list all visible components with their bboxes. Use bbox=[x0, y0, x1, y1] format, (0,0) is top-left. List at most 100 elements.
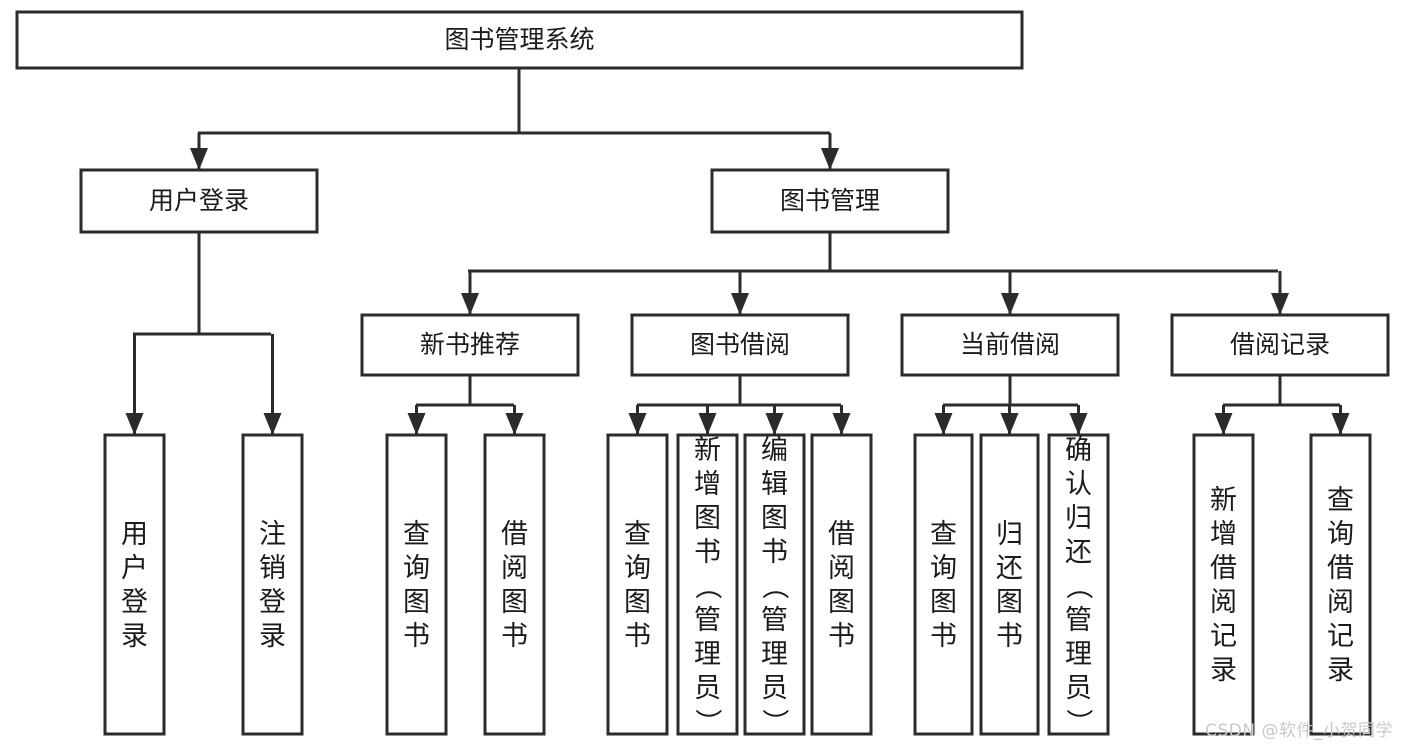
node-box[interactable] bbox=[1047, 433, 1110, 736]
connector-borrow-record-to-leaf-add-record bbox=[1214, 405, 1233, 435]
node-box[interactable] bbox=[710, 168, 950, 234]
node-label-char: 图 bbox=[828, 587, 855, 618]
node-label-char: 书 bbox=[403, 621, 430, 652]
node-box[interactable] bbox=[79, 168, 319, 234]
node-box[interactable] bbox=[241, 433, 304, 736]
node-label-char: 询 bbox=[1327, 519, 1354, 550]
node-box[interactable] bbox=[913, 433, 974, 736]
connector-book-borrow-to-leaf-add-book bbox=[698, 405, 717, 435]
node-root[interactable]: 图书管理系统 bbox=[15, 10, 1024, 70]
node-label-char: 归 bbox=[1065, 503, 1092, 534]
node-label-char: 归 bbox=[996, 519, 1023, 550]
connector-arrow bbox=[934, 413, 953, 435]
node-borrow-record[interactable]: 借阅记录 bbox=[1170, 313, 1390, 377]
node-label-char: 阅 bbox=[1327, 587, 1354, 618]
connector-group-bus-book-manage bbox=[468, 232, 1278, 273]
node-label-char: 管 bbox=[1065, 605, 1092, 636]
node-label-char: 增 bbox=[1210, 519, 1237, 550]
node-label-char: 询 bbox=[930, 553, 957, 584]
node-label-char: 用 bbox=[121, 519, 148, 550]
node-label-char: 阅 bbox=[1210, 587, 1237, 618]
node-current-borrow[interactable]: 当前借阅 bbox=[900, 313, 1120, 377]
node-label-char: 书 bbox=[501, 621, 528, 652]
node-label-char: （ bbox=[692, 573, 723, 600]
node-label-char: 书 bbox=[828, 621, 855, 652]
connector-layer bbox=[125, 68, 1350, 435]
connector-group-bus-current-borrow bbox=[943, 375, 1078, 407]
node-label-char: 图 bbox=[694, 503, 721, 534]
connector-root-to-user-login bbox=[190, 133, 208, 170]
node-user-login[interactable]: 用户登录 bbox=[79, 168, 319, 234]
node-box[interactable] bbox=[1170, 313, 1390, 377]
node-label-char: 管 bbox=[761, 605, 788, 636]
connector-user-login-to-leaf-logout bbox=[263, 334, 282, 435]
connector-group-bus-root bbox=[198, 68, 830, 135]
node-label-char: 编 bbox=[761, 435, 788, 466]
node-label-char: 查 bbox=[624, 519, 651, 550]
connector-current-borrow-to-leaf-query-book-3 bbox=[934, 405, 953, 435]
node-box[interactable] bbox=[676, 433, 739, 736]
node-box[interactable] bbox=[385, 433, 448, 736]
node-label-char: 员 bbox=[1065, 673, 1092, 704]
node-book-manage[interactable]: 图书管理 bbox=[710, 168, 950, 234]
node-label-char: 图 bbox=[761, 503, 788, 534]
node-label-char: 记 bbox=[1327, 621, 1354, 652]
node-box[interactable] bbox=[630, 313, 850, 377]
connector-arrow bbox=[731, 293, 749, 315]
node-label-char: 录 bbox=[259, 621, 286, 652]
node-label: 图书管理 bbox=[780, 186, 880, 215]
connector-book-manage-to-current-borrow bbox=[1001, 271, 1019, 315]
node-label-char: 询 bbox=[624, 553, 651, 584]
node-box[interactable] bbox=[103, 433, 166, 736]
node-label-char: ） bbox=[759, 709, 790, 736]
node-box[interactable] bbox=[483, 433, 546, 736]
node-label-char: 借 bbox=[1210, 553, 1237, 584]
node-label-char: 书 bbox=[761, 537, 788, 568]
node-label-char: 询 bbox=[403, 553, 430, 584]
node-label-char: 查 bbox=[1327, 485, 1354, 516]
node-box[interactable] bbox=[979, 433, 1040, 736]
connector-book-borrow-to-leaf-borrow-book-2 bbox=[832, 405, 851, 435]
node-box[interactable] bbox=[360, 313, 580, 377]
node-box[interactable] bbox=[1192, 433, 1255, 736]
node-label-char: 书 bbox=[624, 621, 651, 652]
connector-arrow bbox=[1331, 413, 1350, 435]
node-book-borrow[interactable]: 图书借阅 bbox=[630, 313, 850, 377]
node-label-char: ） bbox=[692, 709, 723, 736]
node-box[interactable] bbox=[810, 433, 873, 736]
node-label-char: 理 bbox=[761, 639, 788, 670]
connector-group-bus-user-login bbox=[133, 232, 271, 336]
node-label: 图书管理系统 bbox=[444, 25, 594, 54]
node-box[interactable] bbox=[743, 433, 806, 736]
connector-arrow bbox=[407, 413, 426, 435]
node-box[interactable] bbox=[15, 10, 1024, 70]
node-box[interactable] bbox=[900, 313, 1120, 377]
node-box[interactable] bbox=[606, 433, 669, 736]
node-label-char: 书 bbox=[996, 621, 1023, 652]
node-label-char: 图 bbox=[930, 587, 957, 618]
node-leaf-user-login[interactable]: 用户登录 bbox=[103, 433, 166, 736]
node-label: 图书借阅 bbox=[690, 330, 790, 359]
node-label-char: 员 bbox=[694, 673, 721, 704]
node-new-book-rec[interactable]: 新书推荐 bbox=[360, 313, 580, 377]
node-label-char: 理 bbox=[1065, 639, 1092, 670]
node-label-char: 员 bbox=[761, 673, 788, 704]
node-label-char: 理 bbox=[694, 639, 721, 670]
node-box[interactable] bbox=[1309, 433, 1372, 736]
node-label-char: 书 bbox=[694, 537, 721, 568]
connector-book-manage-to-borrow-record bbox=[1271, 271, 1289, 315]
connector-group-bus-borrow-record bbox=[1223, 375, 1340, 407]
